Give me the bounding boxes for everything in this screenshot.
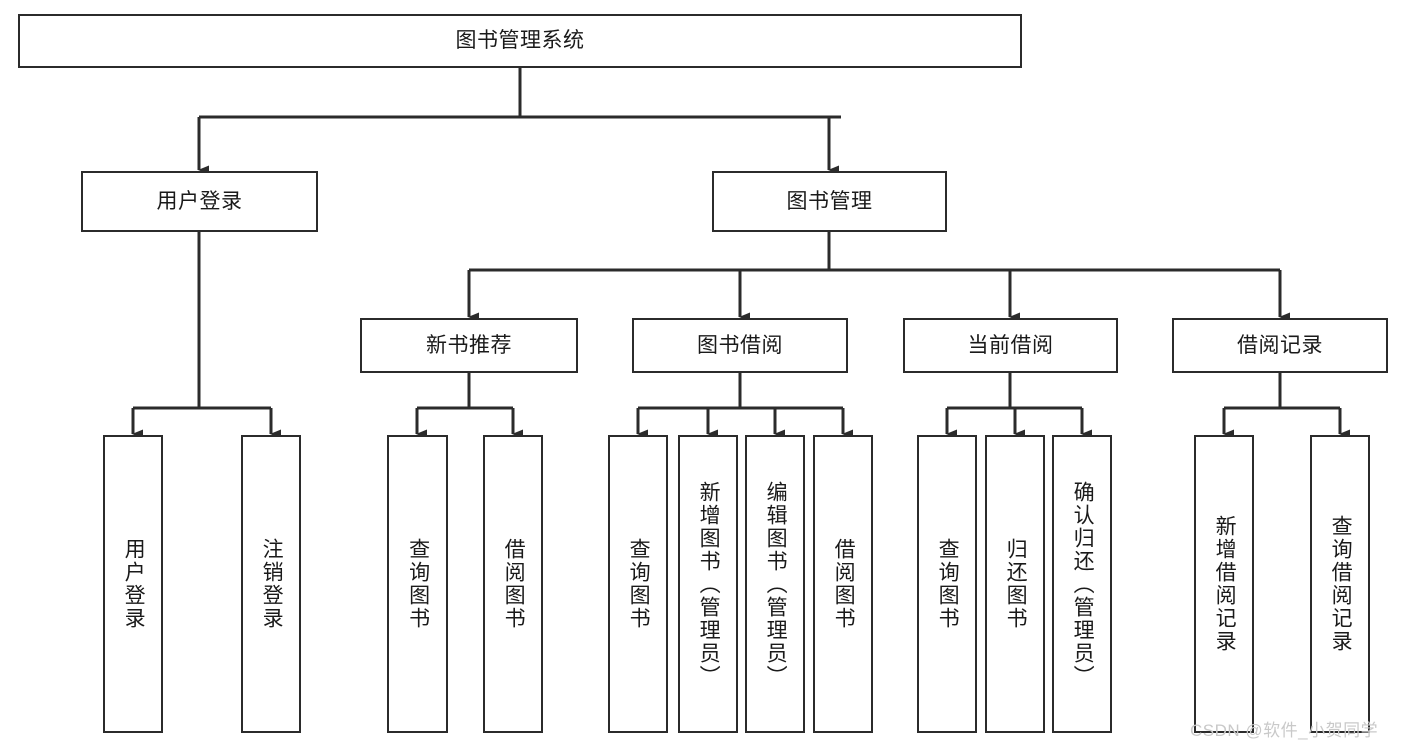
- node-new-book-recommendation-label: 新书推荐: [426, 333, 512, 357]
- leaf-add-borrow-record[interactable]: 新增借阅记录: [1194, 435, 1254, 733]
- node-root-label: 图书管理系统: [455, 29, 585, 53]
- leaf-edit-book-admin[interactable]: 编辑图书（管理员）: [745, 435, 805, 733]
- leaf-return-book[interactable]: 归还图书: [985, 435, 1045, 733]
- node-root[interactable]: 图书管理系统: [18, 14, 1022, 68]
- leaf-add-book-admin-label: 新增图书（管理员）: [697, 480, 721, 688]
- leaf-user-logout[interactable]: 注销登录: [241, 435, 301, 733]
- leaf-query-book-current-label: 查询图书: [936, 538, 960, 630]
- node-current-borrow-label: 当前借阅: [967, 333, 1054, 357]
- leaf-query-book-current[interactable]: 查询图书: [917, 435, 977, 733]
- leaf-edit-book-admin-label: 编辑图书（管理员）: [764, 480, 788, 688]
- leaf-confirm-return-admin-label: 确认归还（管理员）: [1071, 480, 1095, 688]
- leaf-user-logout-label: 注销登录: [260, 538, 284, 630]
- leaf-return-book-label: 归还图书: [1004, 538, 1028, 630]
- leaf-borrow-book-recommend[interactable]: 借阅图书: [483, 435, 543, 733]
- node-book-borrow-label: 图书借阅: [697, 333, 783, 357]
- leaf-query-book-borrow-label: 查询图书: [627, 538, 651, 630]
- node-borrow-record[interactable]: 借阅记录: [1172, 318, 1388, 373]
- node-borrow-record-label: 借阅记录: [1237, 333, 1323, 357]
- leaf-confirm-return-admin[interactable]: 确认归还（管理员）: [1052, 435, 1112, 733]
- leaf-borrow-book[interactable]: 借阅图书: [813, 435, 873, 733]
- leaf-borrow-book-recommend-label: 借阅图书: [502, 538, 526, 630]
- node-book-borrow[interactable]: 图书借阅: [632, 318, 848, 373]
- leaf-query-book-borrow[interactable]: 查询图书: [608, 435, 668, 733]
- node-book-management-label: 图书管理: [786, 189, 873, 213]
- watermark: CSDN @软件_小贺同学: [1190, 721, 1379, 740]
- node-user-login[interactable]: 用户登录: [81, 171, 318, 232]
- leaf-query-book-recommend[interactable]: 查询图书: [387, 435, 448, 733]
- node-current-borrow[interactable]: 当前借阅: [903, 318, 1118, 373]
- leaf-query-book-recommend-label: 查询图书: [406, 538, 430, 630]
- leaf-add-book-admin[interactable]: 新增图书（管理员）: [678, 435, 738, 733]
- node-user-login-label: 用户登录: [156, 189, 243, 213]
- node-book-management[interactable]: 图书管理: [712, 171, 947, 232]
- leaf-borrow-book-label: 借阅图书: [832, 538, 856, 630]
- leaf-query-borrow-record[interactable]: 查询借阅记录: [1310, 435, 1370, 733]
- leaf-user-login[interactable]: 用户登录: [103, 435, 163, 733]
- leaf-user-login-label: 用户登录: [122, 538, 146, 630]
- node-new-book-recommendation[interactable]: 新书推荐: [360, 318, 578, 373]
- leaf-query-borrow-record-label: 查询借阅记录: [1329, 515, 1353, 653]
- leaf-add-borrow-record-label: 新增借阅记录: [1213, 515, 1237, 653]
